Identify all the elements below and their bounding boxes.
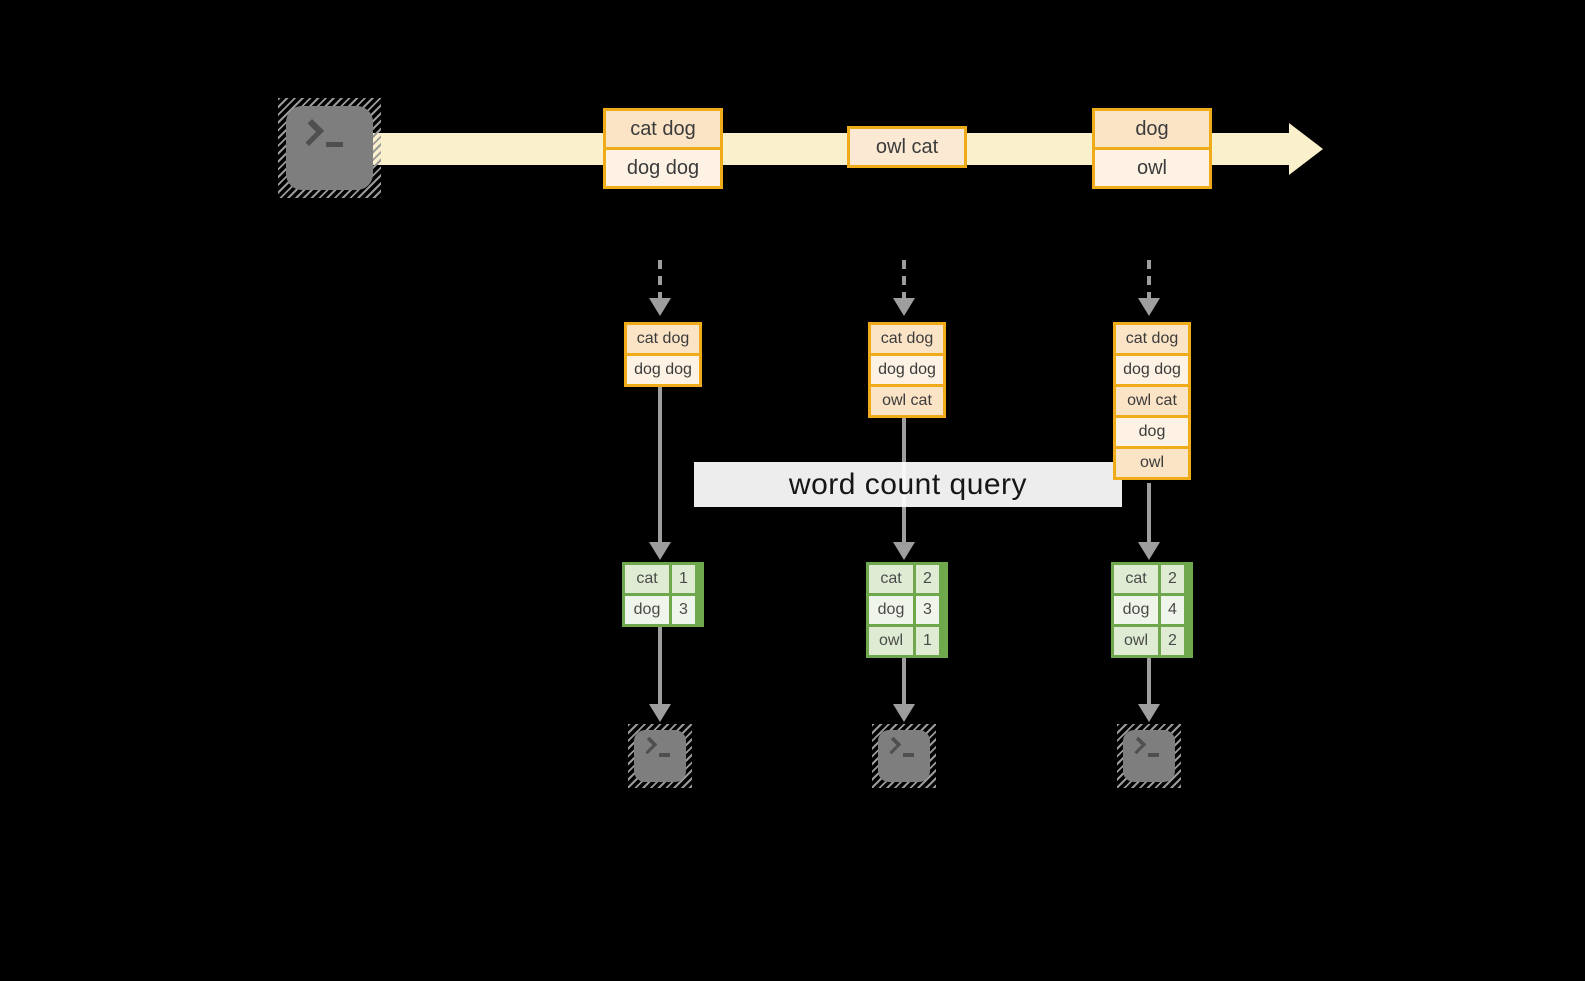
prompt-chevron-icon — [883, 736, 902, 755]
buffer-line: owl cat — [1116, 387, 1188, 415]
buffer-line: cat dog — [871, 325, 943, 353]
arrowhead-icon — [1138, 298, 1160, 316]
arrowhead-icon — [893, 704, 915, 722]
terminal-body — [634, 730, 686, 782]
prompt-underscore-icon — [903, 753, 914, 757]
buffer-line: cat dog — [1116, 325, 1188, 353]
stream-event-batch-3: dog owl — [1092, 108, 1212, 189]
count-table-2: cat 2 dog 3 owl 1 — [866, 562, 948, 658]
event-line: dog dog — [606, 150, 720, 186]
word-cell: owl — [1114, 627, 1158, 655]
table-row: cat 2 — [1114, 565, 1190, 593]
arrowhead-icon — [1138, 704, 1160, 722]
count-table-1: cat 1 dog 3 — [622, 562, 704, 627]
query-label: word count query — [694, 462, 1122, 507]
prompt-underscore-icon — [659, 753, 670, 757]
terminal-body — [1123, 730, 1175, 782]
prompt-chevron-icon — [1128, 736, 1147, 755]
word-cell: cat — [869, 565, 913, 593]
word-cell: cat — [1114, 565, 1158, 593]
sink-terminal-icon-1 — [628, 724, 692, 788]
terminal-body — [878, 730, 930, 782]
flow-line — [1147, 658, 1151, 704]
count-cell: 2 — [916, 565, 939, 593]
count-cell: 1 — [916, 627, 939, 655]
arrowhead-icon — [649, 704, 671, 722]
count-cell: 2 — [1161, 627, 1184, 655]
prompt-chevron-icon — [639, 736, 658, 755]
buffer-line: dog dog — [627, 356, 699, 384]
event-line: owl — [1095, 150, 1209, 186]
word-cell: dog — [625, 596, 669, 624]
ingest-dashed-arrow-3 — [1147, 260, 1151, 298]
word-cell: cat — [625, 565, 669, 593]
count-cell: 1 — [672, 565, 695, 593]
flow-line — [658, 627, 662, 704]
ingest-dashed-arrow-2 — [902, 260, 906, 298]
table-row: owl 2 — [1114, 627, 1190, 655]
sink-terminal-icon-3 — [1117, 724, 1181, 788]
flow-line — [1147, 483, 1151, 542]
buffer-line: cat dog — [627, 325, 699, 353]
source-terminal-icon — [278, 98, 381, 198]
table-row: dog 4 — [1114, 596, 1190, 624]
arrowhead-icon — [649, 542, 671, 560]
table-row: dog 3 — [869, 596, 945, 624]
sink-terminal-icon-2 — [872, 724, 936, 788]
table-row: cat 2 — [869, 565, 945, 593]
arrowhead-icon — [893, 542, 915, 560]
arrowhead-icon — [649, 298, 671, 316]
buffer-line: owl cat — [871, 387, 943, 415]
word-cell: dog — [1114, 596, 1158, 624]
word-cell: owl — [869, 627, 913, 655]
buffer-line: owl — [1116, 449, 1188, 477]
table-row: dog 3 — [625, 596, 701, 624]
count-cell: 4 — [1161, 596, 1184, 624]
buffer-box-3: cat dog dog dog owl cat dog owl — [1113, 322, 1191, 480]
prompt-chevron-icon — [296, 118, 325, 147]
word-cell: dog — [869, 596, 913, 624]
ingest-dashed-arrow-1 — [658, 260, 662, 298]
table-row: cat 1 — [625, 565, 701, 593]
count-cell: 3 — [916, 596, 939, 624]
arrowhead-icon — [1138, 542, 1160, 560]
buffer-box-1: cat dog dog dog — [624, 322, 702, 387]
count-cell: 3 — [672, 596, 695, 624]
prompt-underscore-icon — [326, 142, 343, 147]
stream-event-batch-1: cat dog dog dog — [603, 108, 723, 189]
stream-arrowhead-icon — [1289, 123, 1323, 175]
buffer-line: dog — [1116, 418, 1188, 446]
buffer-line: dog dog — [1116, 356, 1188, 384]
event-line: cat dog — [606, 111, 720, 147]
count-table-3: cat 2 dog 4 owl 2 — [1111, 562, 1193, 658]
event-line: dog — [1095, 111, 1209, 147]
prompt-underscore-icon — [1148, 753, 1159, 757]
terminal-body — [286, 106, 373, 190]
event-line: owl cat — [850, 129, 964, 165]
buffer-box-2: cat dog dog dog owl cat — [868, 322, 946, 418]
flow-line — [658, 387, 662, 542]
arrowhead-icon — [893, 298, 915, 316]
count-cell: 2 — [1161, 565, 1184, 593]
table-row: owl 1 — [869, 627, 945, 655]
buffer-line: dog dog — [871, 356, 943, 384]
flow-line — [902, 658, 906, 704]
stream-event-batch-2: owl cat — [847, 126, 967, 168]
